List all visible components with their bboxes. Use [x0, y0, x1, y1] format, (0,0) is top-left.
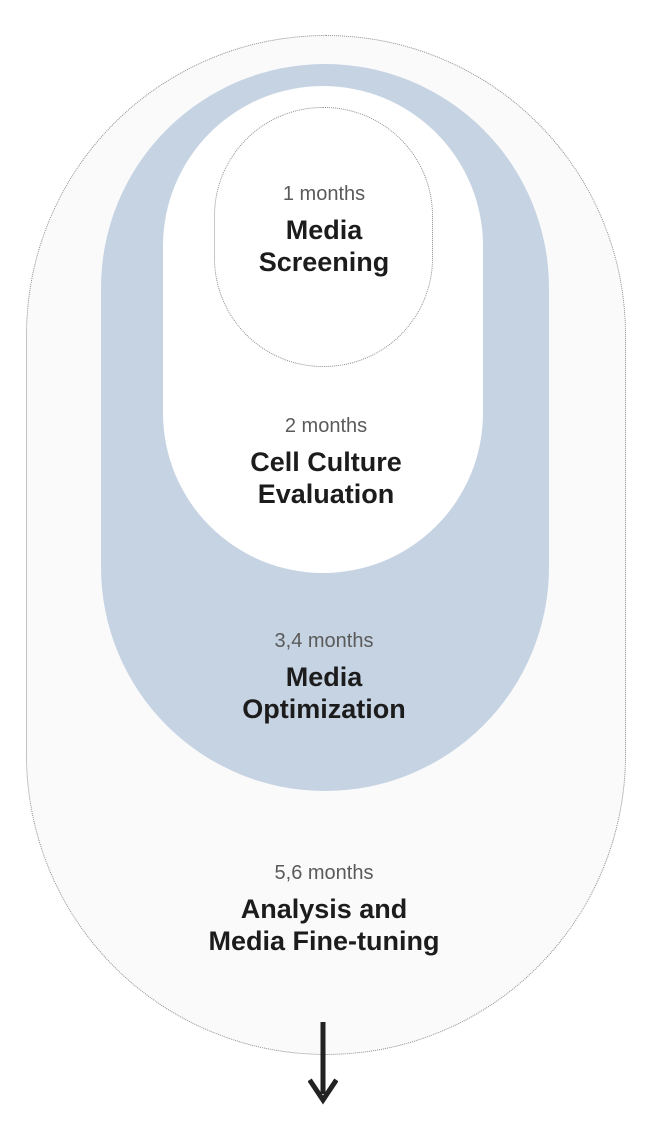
stage-3-label: 3,4 months Media Optimization: [0, 629, 649, 725]
stage-2-duration: 2 months: [284, 415, 368, 437]
stage-2-title: Cell Culture Evaluation: [1, 446, 650, 510]
stage-4-title-line-2: Media Fine-tuning: [208, 926, 440, 956]
stage-3-title: Media Optimization: [0, 661, 649, 725]
stage-3-title-line-1: Media: [285, 662, 363, 692]
stage-2-label: 2 months Cell Culture Evaluation: [1, 414, 650, 510]
stage-1-title-line-1: Media: [285, 215, 363, 245]
stage-1-title: Media Screening: [0, 214, 649, 278]
stage-3-title-line-2: Optimization: [242, 694, 406, 724]
arrow-down-icon: [308, 1022, 338, 1105]
stage-1-title-line-2: Screening: [258, 247, 390, 277]
stage-4-title-line-1: Analysis and: [240, 894, 408, 924]
stage-1-duration: 1 months: [282, 183, 366, 205]
stage-1-label: 1 months Media Screening: [0, 182, 649, 278]
stage-4-label: 5,6 months Analysis and Media Fine-tunin…: [0, 861, 649, 957]
stage-4-duration: 5,6 months: [274, 862, 374, 884]
stage-2-title-line-1: Cell Culture: [250, 447, 402, 477]
stage-1-capsule: [214, 107, 433, 367]
stage-4-title: Analysis and Media Fine-tuning: [0, 893, 649, 957]
stage-3-duration: 3,4 months: [274, 630, 374, 652]
stage-2-title-line-2: Evaluation: [257, 479, 395, 509]
stage-2-capsule: [163, 86, 483, 573]
